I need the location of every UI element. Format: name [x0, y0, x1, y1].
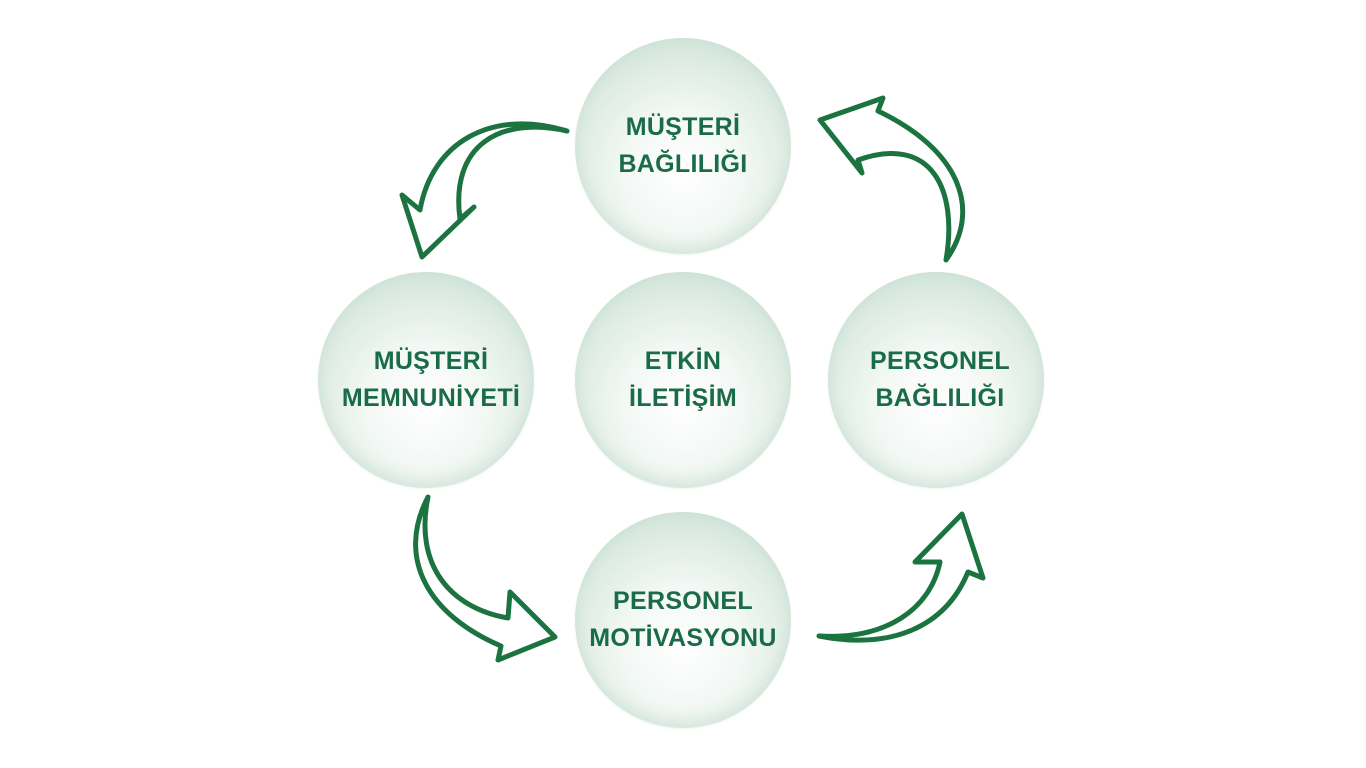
arrow-left-to-bottom [413, 494, 558, 663]
node-label-line: BAĞLILIĞI [875, 384, 1005, 412]
node-musteri-memnuniyeti: MÜŞTERİ MEMNUNİYETİ [318, 272, 534, 488]
node-label-line: İLETİŞİM [629, 384, 737, 412]
node-label-line: MOTİVASYONU [589, 624, 777, 652]
arrow-right-to-top [817, 95, 966, 263]
node-label: MÜŞTERİ MEMNUNİYETİ [332, 343, 520, 417]
node-label-line: MEMNUNİYETİ [341, 384, 521, 412]
arrow-top-to-left [399, 121, 570, 260]
node-label-line: BAĞLILIĞI [618, 150, 748, 178]
node-label: PERSONEL MOTİVASYONU [589, 583, 777, 657]
node-label: ETKİN İLETİŞİM [629, 343, 737, 417]
node-label-line: MÜŞTERİ [373, 347, 489, 375]
node-label: MÜŞTERİ BAĞLILIĞI [618, 109, 747, 183]
node-label-line: ETKİN [644, 347, 722, 375]
arrow-bottom-to-right [816, 511, 986, 643]
node-musteri-bagliligi: MÜŞTERİ BAĞLILIĞI [575, 38, 791, 254]
node-label-line: MÜŞTERİ [625, 113, 741, 141]
node-label: PERSONEL BAĞLILIĞI [862, 343, 1010, 417]
node-etkin-iletisim: ETKİN İLETİŞİM [575, 272, 791, 488]
node-label-line: PERSONEL [870, 347, 1010, 375]
node-personel-bagliligi: PERSONEL BAĞLILIĞI [828, 272, 1044, 488]
node-personel-motivasyonu: PERSONEL MOTİVASYONU [575, 512, 791, 728]
node-label-line: PERSONEL [613, 587, 753, 615]
